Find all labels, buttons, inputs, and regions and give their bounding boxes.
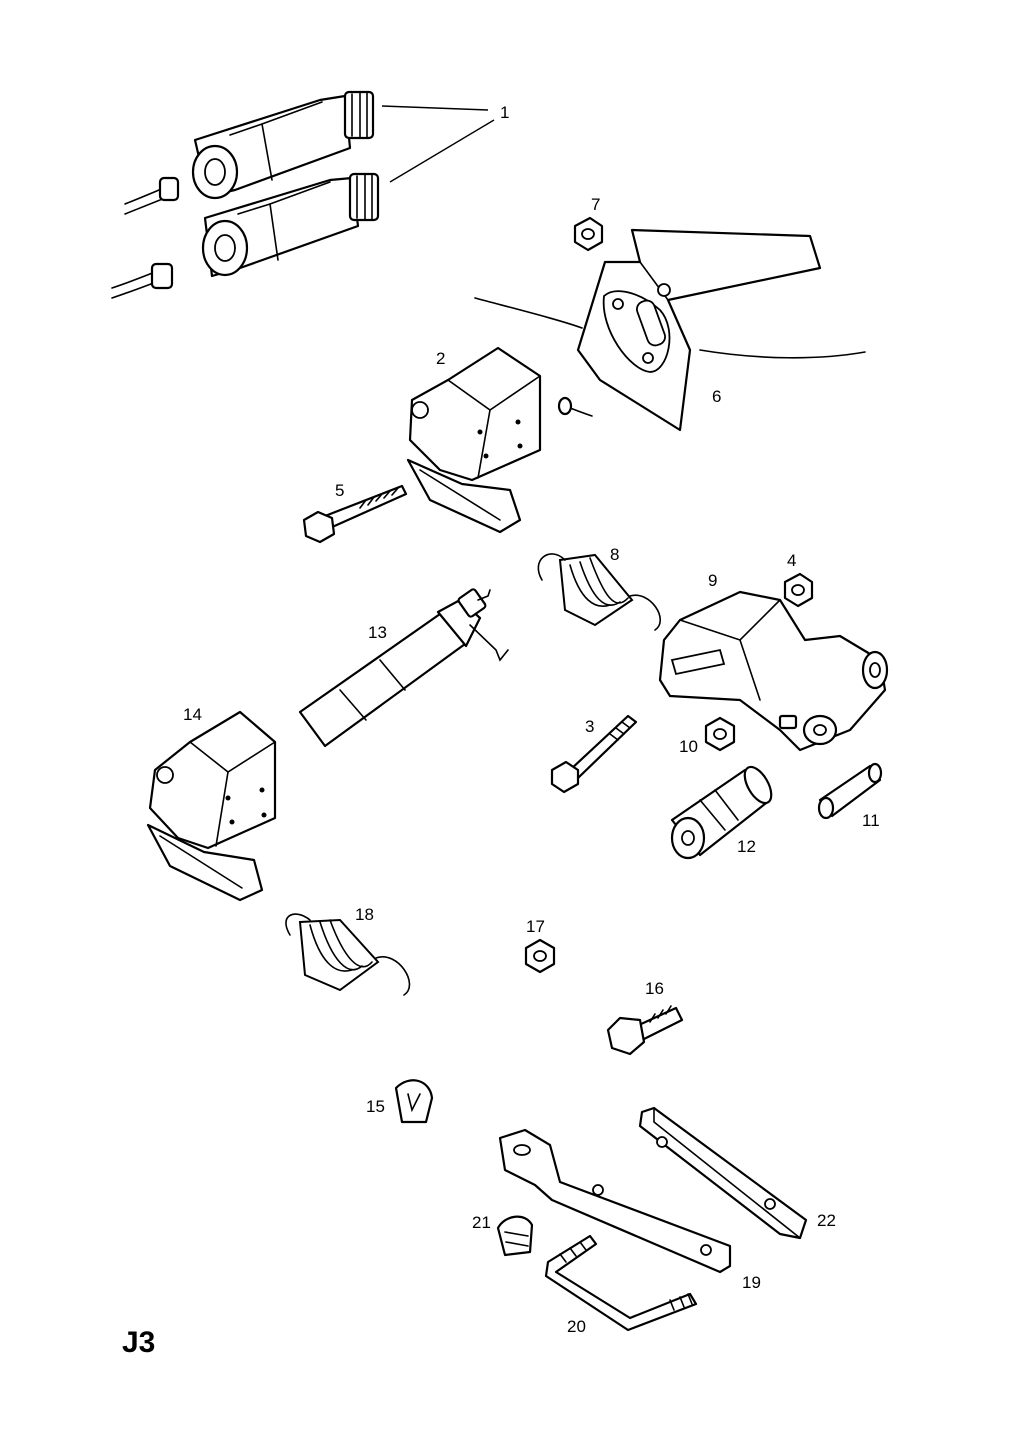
- part-10-nut: [704, 716, 736, 752]
- callout-17: 17: [526, 917, 545, 936]
- part-18-spring: [285, 913, 411, 996]
- callout-1: 1: [500, 103, 509, 122]
- part-21-clip: [496, 1215, 534, 1257]
- part-1-pipe-adapters: [111, 90, 495, 299]
- callout-8: 8: [610, 545, 619, 564]
- part-13-cylinder: [298, 588, 509, 748]
- callout-14: 14: [183, 705, 202, 724]
- part-16-bolt: [606, 1005, 684, 1056]
- callout-3: 3: [585, 717, 594, 736]
- part-7-nut: [573, 216, 604, 252]
- part-3-bolt: [550, 714, 638, 794]
- part-22-plate: [638, 1106, 808, 1240]
- callout-7: 7: [591, 195, 600, 214]
- callout-9: 9: [708, 571, 717, 590]
- callout-19: 19: [742, 1273, 761, 1292]
- callout-5: 5: [335, 481, 344, 500]
- callout-15: 15: [366, 1097, 385, 1116]
- part-5-bolt: [302, 484, 408, 544]
- callout-11: 11: [862, 811, 880, 830]
- part-14-block: [146, 710, 277, 902]
- callout-16: 16: [645, 979, 664, 998]
- callout-18: 18: [355, 905, 374, 924]
- callout-4: 4: [787, 551, 796, 570]
- part-2-block: [406, 346, 542, 534]
- callout-10: 10: [679, 737, 698, 756]
- part-8-spring: [537, 553, 661, 631]
- part-6-bracket: [474, 228, 866, 432]
- part-17-nut: [524, 938, 556, 974]
- callout-21: 21: [472, 1213, 491, 1232]
- part-4-nut: [783, 572, 814, 608]
- part-15-clip: [394, 1079, 434, 1124]
- callout-12: 12: [737, 837, 756, 856]
- callout-13: 13: [368, 623, 387, 642]
- callout-labels: 1 2 3 4 5 6 7 8 9 10 11 12 13 14 15 16 1…: [183, 103, 880, 1336]
- callout-20: 20: [567, 1317, 586, 1336]
- part-19-strap: [498, 1128, 732, 1274]
- callout-2: 2: [436, 349, 445, 368]
- page-id: J3: [122, 1326, 155, 1359]
- part-9-housing: [658, 590, 889, 752]
- part-12-bush: [670, 765, 773, 860]
- callout-22: 22: [817, 1211, 836, 1230]
- part-20-u-bolt: [544, 1234, 698, 1332]
- callout-6: 6: [712, 387, 721, 406]
- part-11-sleeve: [817, 762, 883, 820]
